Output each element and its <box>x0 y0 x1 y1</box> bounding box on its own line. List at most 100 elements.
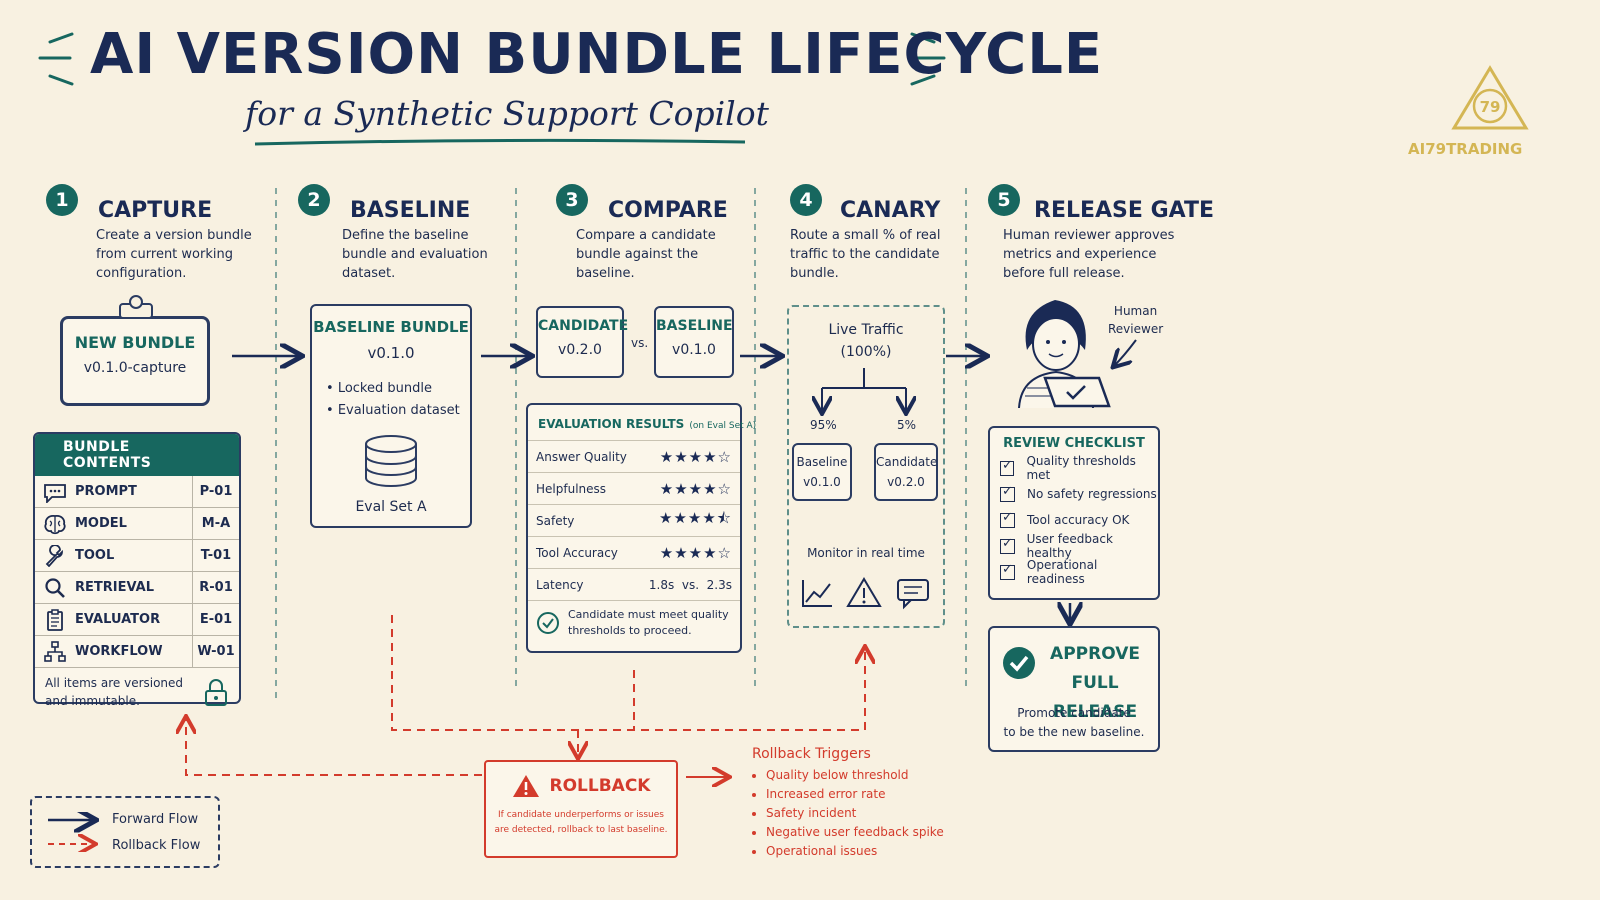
bundle-item-code: R-01 <box>192 572 239 603</box>
legend-forward-label: Forward Flow <box>112 812 199 827</box>
checklist-item-label: Operational readiness <box>1026 558 1098 586</box>
bundle-item-name: EVALUATOR <box>75 612 161 627</box>
step-desc-line: configuration. <box>96 266 187 281</box>
subtitle-underline <box>254 138 746 146</box>
baseline-bundle-title: BASELINE BUNDLE <box>313 318 469 336</box>
eval-stars: ★★★★☆ <box>659 447 732 466</box>
page-subtitle: for a Synthetic Support Copilot <box>245 94 769 133</box>
checklist-item-label: Quality thresholds met <box>1026 454 1136 482</box>
trigger-item: Increased error rate <box>766 785 944 804</box>
human-reviewer-icon <box>1018 300 1111 409</box>
baseline-bullet-1: • Locked bundle <box>326 381 432 396</box>
triggers-title: Rollback Triggers <box>752 746 871 762</box>
eval-metric-label: Safety <box>536 513 575 528</box>
brain-icon <box>35 513 75 535</box>
compare-note-line2: thresholds to proceed. <box>568 624 692 637</box>
eval-row: Answer Quality★★★★☆ <box>528 441 740 473</box>
reviewer-pointer <box>1114 339 1137 366</box>
bundle-item-name: WORKFLOW <box>75 644 163 659</box>
step-number-4: 4 <box>790 184 822 216</box>
column-dividers <box>275 188 967 700</box>
step-desc-line: Compare a candidate <box>576 228 716 243</box>
baseline-card: BASELINE v0.1.0 <box>654 306 734 378</box>
canary-baseline-box: Baseline v0.1.0 <box>792 443 852 501</box>
latency-label: Latency <box>536 577 584 592</box>
lock-icon <box>205 679 227 706</box>
checkbox-checked-icon <box>1000 458 1015 476</box>
contents-footer-line1: All items are versioned <box>45 676 184 690</box>
step-title-2: BASELINE <box>350 198 471 223</box>
bundle-item-name: MODEL <box>75 516 127 531</box>
step-number-2: 2 <box>298 184 330 216</box>
bundle-item-workflow: WORKFLOW W-01 <box>35 636 239 668</box>
compare-vs: vs. <box>631 336 649 350</box>
step-desc-line: dataset. <box>342 266 396 281</box>
checklist-item: User feedback healthy <box>1000 532 1158 560</box>
baseline-bundle-card: BASELINE BUNDLE v0.1.0 • Locked bundle •… <box>310 304 472 528</box>
contents-footer-line2: and immutable. <box>45 694 140 708</box>
legend: Forward Flow Rollback Flow <box>30 796 220 868</box>
eval-metric-label: Tool Accuracy <box>536 545 618 560</box>
bundle-item-evaluator: EVALUATOR E-01 <box>35 604 239 636</box>
checklist-item-label: Tool accuracy OK <box>1027 513 1130 527</box>
monitor-icons <box>802 577 929 610</box>
canary-panel: Live Traffic (100%) <box>787 305 945 628</box>
latency-row: Latency 1.8s vs. 2.3s <box>528 569 740 601</box>
rollback-title: ROLLBACK <box>549 776 651 796</box>
trigger-item: Quality below threshold <box>766 766 944 785</box>
checklist-item: No safety regressions <box>1000 481 1158 507</box>
step-desc-line: metrics and experience <box>1003 247 1157 262</box>
new-bundle-version: v0.1.0-capture <box>83 360 187 376</box>
workflow-icon <box>35 640 75 663</box>
rollback-arrows <box>186 615 865 776</box>
approve-check-icon <box>1003 647 1035 679</box>
title-decoration <box>38 32 946 86</box>
trigger-item: Operational issues <box>766 842 944 861</box>
bundle-item-code: E-01 <box>192 604 239 635</box>
logo-text: AI79TRADING <box>1408 140 1523 158</box>
candidate-version: v0.2.0 <box>558 342 602 358</box>
step-desc-line: baseline. <box>576 266 635 281</box>
monitor-label: Monitor in real time <box>807 546 925 560</box>
step-desc-line: before full release. <box>1003 266 1125 281</box>
canary-candidate-name: Candidate <box>876 455 938 469</box>
step-desc-line: Create a version bundle <box>96 228 252 243</box>
canary-candidate-box: Candidate v0.2.0 <box>874 443 938 501</box>
page-title: AI VERSION BUNDLE LIFECYCLE <box>90 22 1104 87</box>
eval-metric-label: Helpfulness <box>536 481 607 496</box>
rollback-warning-icon <box>512 775 539 797</box>
evaluation-results-panel: EVALUATION RESULTS (on Eval Set A) Answe… <box>526 403 756 653</box>
baseline-bundle-version: v0.1.0 <box>367 344 415 362</box>
step-desc-line: bundle. <box>790 266 839 281</box>
baseline-version: v0.1.0 <box>672 342 716 358</box>
canary-split <box>822 368 906 412</box>
rollback-panel: ROLLBACK If candidate underperforms or i… <box>484 760 678 858</box>
bundle-item-name: PROMPT <box>75 484 137 499</box>
step-desc-line: traffic to the candidate <box>790 247 940 262</box>
logo-icon: 79 <box>1451 65 1529 130</box>
checkbox-checked-icon <box>1000 562 1015 580</box>
canary-pct-baseline: 95% <box>810 418 837 432</box>
step-title-4: CANARY <box>840 198 941 223</box>
legend-arrows <box>48 812 102 852</box>
bundle-item-name: TOOL <box>75 548 115 563</box>
step-number-5: 5 <box>988 184 1020 216</box>
rollback-desc-2: are detected, rollback to last baseline. <box>494 825 668 835</box>
checkbox-checked-icon <box>1000 536 1015 554</box>
approve-desc-2: to be the new baseline. <box>1003 725 1145 739</box>
step-title-5: RELEASE GATE <box>1034 198 1214 223</box>
bundle-item-code: M-A <box>192 508 239 539</box>
compare-note-line1: Candidate must meet quality <box>568 608 729 621</box>
chat-bubble-icon <box>897 579 929 610</box>
clipboard-icon <box>35 608 75 631</box>
bundle-item-code: W-01 <box>192 636 239 667</box>
approve-panel: APPROVE FULL RELEASE Promote candidate t… <box>988 626 1160 752</box>
new-bundle-card: NEW BUNDLE v0.1.0-capture <box>60 316 210 406</box>
checklist-item: Tool accuracy OK <box>1000 507 1158 533</box>
eval-stars: ★★★★⯪ <box>659 509 732 527</box>
